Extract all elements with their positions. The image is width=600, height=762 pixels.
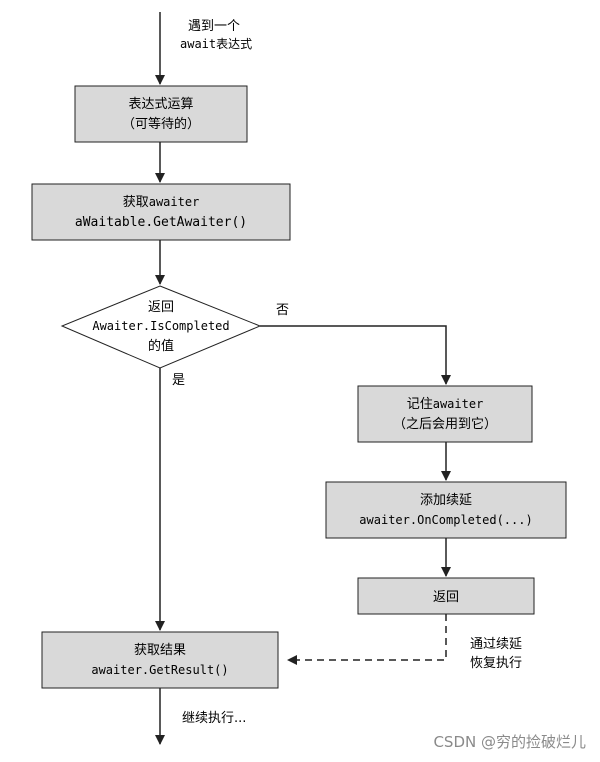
- getresult-box-line1: 获取结果: [134, 643, 186, 658]
- getresult-box-line2: awaiter.GetResult(): [91, 663, 228, 677]
- branch-no-label: 否: [276, 303, 289, 318]
- eval-box-line2: （可等待的）: [122, 116, 200, 132]
- remember-box-line1: 记住awaiter: [407, 397, 484, 412]
- getresult-box: [41, 631, 279, 689]
- return-box-line1: 返回: [433, 590, 459, 605]
- watermark-text: CSDN @穷的捡破烂儿: [433, 733, 586, 751]
- remember-line1-cn: 记住: [407, 397, 433, 412]
- getawaiter-box: [31, 183, 291, 241]
- remember-box-line2: （之后会用到它）: [393, 416, 497, 432]
- start-label-line1: 遇到一个: [188, 19, 240, 34]
- getawaiter-line1-cn: 获取: [123, 195, 149, 210]
- end-label: 继续执行...: [182, 711, 246, 726]
- continuation-box-line2: awaiter.OnCompleted(...): [359, 513, 532, 527]
- decision-line3: 的值: [148, 338, 174, 354]
- decision-line1: 返回: [148, 300, 174, 315]
- arrow-resume-dashed: [287, 614, 447, 665]
- remember-line1-code: awaiter: [433, 397, 484, 411]
- arrow-no-branch: [260, 325, 451, 385]
- resume-label-line2: 恢复执行: [470, 656, 522, 671]
- start-label-line2: await表达式: [180, 37, 252, 51]
- resume-label-line1: 通过续延: [470, 637, 522, 652]
- continuation-box: [325, 481, 567, 539]
- decision-line2: Awaiter.IsCompleted: [92, 319, 229, 333]
- return-box: [357, 577, 535, 615]
- eval-box: [74, 85, 248, 143]
- branch-yes-label: 是: [172, 373, 185, 388]
- eval-box-line1: 表达式运算: [128, 97, 193, 112]
- remember-box: [357, 385, 533, 443]
- getawaiter-box-line2: aWaitable.GetAwaiter(): [75, 215, 247, 230]
- getawaiter-box-line1: 获取awaiter: [123, 195, 200, 210]
- continuation-box-line1: 添加续延: [420, 493, 472, 508]
- getawaiter-line1-code: awaiter: [149, 195, 200, 209]
